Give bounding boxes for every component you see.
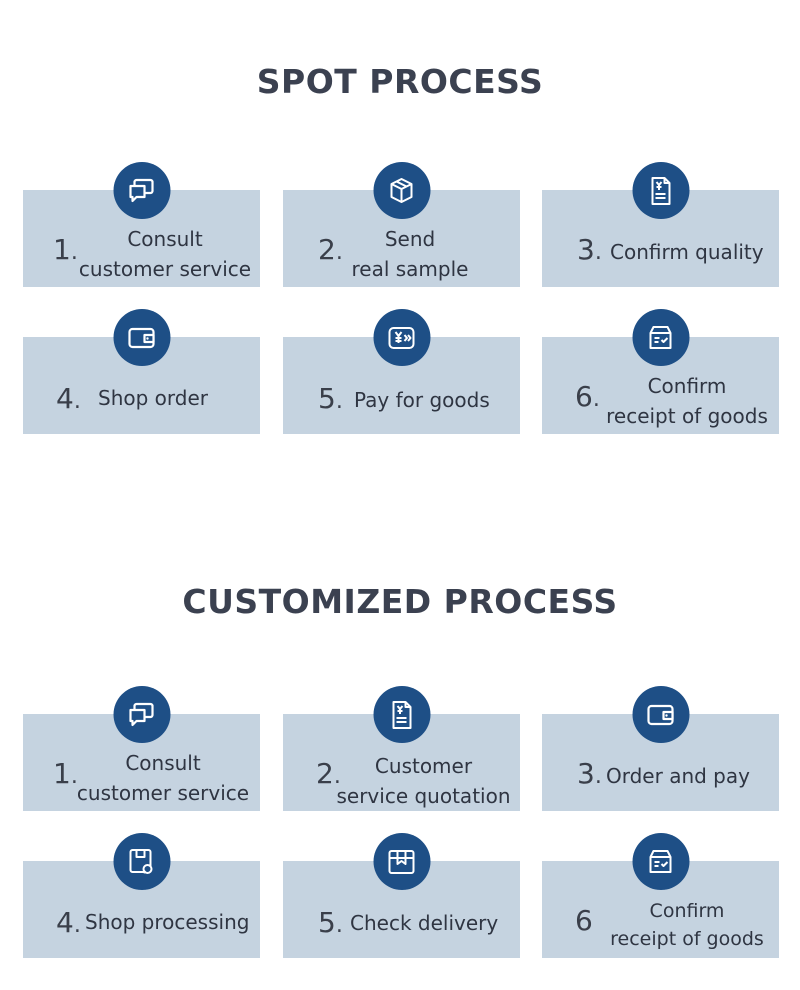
receipt-box-icon: [632, 309, 689, 366]
step-label: Order and pay: [606, 764, 750, 788]
step-number: 6: [575, 904, 593, 937]
spot-step-2-card: 2. Send real sample: [283, 162, 520, 287]
customized-step-5-card: 5. Check delivery: [283, 833, 520, 958]
customized-step-3-card: 3. Order and pay: [542, 686, 779, 811]
customized-step-1-card: 1. Consult customer service: [23, 686, 260, 811]
step-label: Consult customer service: [76, 751, 250, 805]
wallet-icon: [632, 686, 689, 743]
chat-icon: [113, 162, 170, 219]
step-label: Send real sample: [351, 227, 469, 281]
step-label: Check delivery: [350, 911, 499, 935]
spot-step-6-card: 6. Confirm receipt of goods: [542, 309, 779, 434]
step-label: Confirm quality: [610, 240, 764, 264]
step-number: 3.: [577, 757, 602, 790]
step-label: Customer service quotation: [336, 754, 511, 808]
step-number: 5.: [318, 382, 343, 415]
step-number: 4.: [56, 382, 81, 415]
yuan-payment-icon: [373, 309, 430, 366]
step-label: Pay for goods: [354, 388, 490, 412]
step-label: Confirm receipt of goods: [606, 374, 768, 428]
spot-step-4-card: 4. Shop order: [23, 309, 260, 434]
spot-process-title: SPOT PROCESS: [256, 62, 544, 101]
receipt-box-icon: [632, 833, 689, 890]
wallet-icon: [113, 309, 170, 366]
customized-process-title: CUSTOMIZED PROCESS: [182, 582, 618, 621]
yuan-document-icon: [632, 162, 689, 219]
package-box-icon: [373, 162, 430, 219]
step-label: Shop processing: [85, 910, 250, 934]
chat-icon: [113, 686, 170, 743]
step-number: 1.: [53, 233, 78, 266]
spot-step-1-card: 1. Consult customer service: [23, 162, 260, 287]
customized-step-2-card: 2. Customer service quotation: [283, 686, 520, 811]
step-number: 2.: [318, 233, 343, 266]
step-label: Consult customer service: [78, 227, 252, 281]
customized-step-4-card: 4. Shop processing: [23, 833, 260, 958]
step-number: 3.: [577, 233, 602, 266]
spot-step-5-card: 5. Pay for goods: [283, 309, 520, 434]
step-number: 1.: [53, 757, 78, 790]
step-label: Confirm receipt of goods: [610, 900, 764, 950]
step-number: 5.: [318, 906, 343, 939]
step-number: 4.: [56, 906, 81, 939]
step-number: 2.: [316, 757, 341, 790]
step-number: 6.: [575, 380, 600, 413]
box-search-icon: [113, 833, 170, 890]
customized-step-6-card: 6 Confirm receipt of goods: [542, 833, 779, 958]
yuan-document-icon: [373, 686, 430, 743]
spot-step-3-card: 3. Confirm quality: [542, 162, 779, 287]
step-label: Shop order: [98, 386, 208, 410]
delivery-box-icon: [373, 833, 430, 890]
